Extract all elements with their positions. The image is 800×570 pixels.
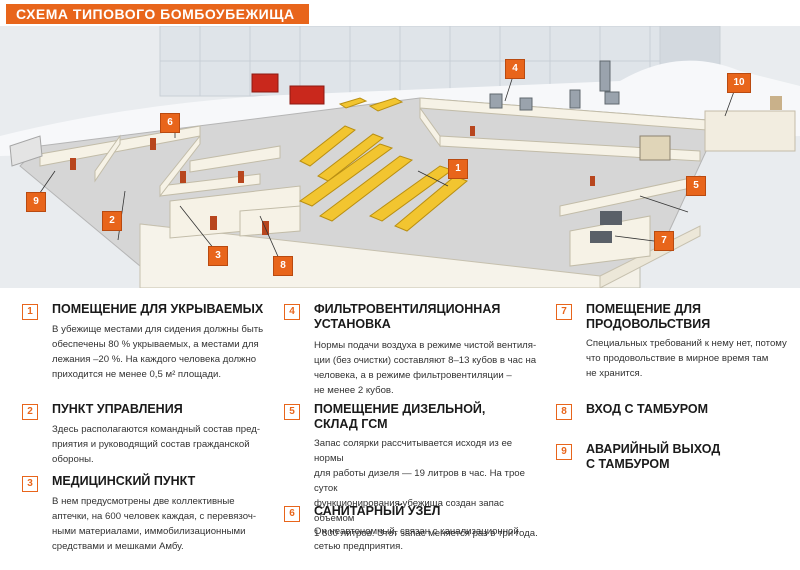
callout-6: 6 <box>160 113 180 133</box>
legend-heading: ВХОД С ТАМБУРОМ <box>586 402 709 416</box>
legend-heading: САНИТАРНЫЙ УЗЕЛ <box>314 504 441 518</box>
page-title: СХЕМА ТИПОВОГО БОМБОУБЕЖИЩА <box>6 4 309 24</box>
callout-10: 10 <box>727 73 751 93</box>
legend-item-5: 5 ПОМЕЩЕНИЕ ДИЗЕЛЬНОЙ,СКЛАД ГСМ Запас со… <box>284 402 538 539</box>
legend-heading: МЕДИЦИНСКИЙ ПУНКТ <box>52 474 196 488</box>
title-bar: СХЕМА ТИПОВОГО БОМБОУБЕЖИЩА <box>0 0 800 26</box>
legend-description: Он неавтономный, связан с канализационно… <box>314 526 519 552</box>
legend-description: Здесь располагаются командный состав пре… <box>52 424 261 465</box>
legend-number: 2 <box>22 404 38 420</box>
callout-3: 3 <box>208 246 228 266</box>
legend: 1 ПОМЕЩЕНИЕ ДЛЯ УКРЫВАЕМЫХ В убежище мес… <box>0 288 800 570</box>
legend-number: 8 <box>556 404 572 420</box>
callout-2: 2 <box>102 211 122 231</box>
benches <box>298 97 468 232</box>
legend-item-6: 6 САНИТАРНЫЙ УЗЕЛ Он неавтономный, связа… <box>284 504 524 564</box>
shelter-drawing <box>0 26 800 288</box>
callout-7: 7 <box>654 231 674 251</box>
diesel-equipment <box>590 135 671 243</box>
legend-number: 4 <box>284 304 300 320</box>
callout-5: 5 <box>686 176 706 196</box>
legend-number: 6 <box>284 506 300 522</box>
callout-1: 1 <box>448 159 468 179</box>
ventilation-equipment <box>489 60 620 111</box>
storage-crate <box>251 73 279 93</box>
legend-heading: ПОМЕЩЕНИЕ ДИЗЕЛЬНОЙ,СКЛАД ГСМ <box>314 402 486 431</box>
legend-item-3: 3 МЕДИЦИНСКИЙ ПУНКТ В нем предусмотрены … <box>22 474 262 564</box>
emergency-exit <box>9 135 43 167</box>
legend-description: Нормы подачи воздуха в режиме чистой вен… <box>314 340 537 396</box>
legend-description: Специальных требований к нему нет, потом… <box>586 338 787 379</box>
callout-4: 4 <box>505 59 525 79</box>
callout-8: 8 <box>273 256 293 276</box>
legend-heading: ПОМЕЩЕНИЕ ДЛЯ УКРЫВАЕМЫХ <box>52 302 264 316</box>
legend-item-8: 8 ВХОД С ТАМБУРОМ <box>556 402 796 422</box>
storage-crate <box>289 85 325 105</box>
legend-number: 3 <box>22 476 38 492</box>
legend-number: 5 <box>284 404 300 420</box>
legend-description: В убежище местами для сидения должны быт… <box>52 324 264 380</box>
legend-number: 7 <box>556 304 572 320</box>
legend-number: 9 <box>556 444 572 460</box>
shelter-illustration: 1 2 3 4 5 6 7 8 9 10 <box>0 26 800 288</box>
legend-heading: ПУНКТ УПРАВЛЕНИЯ <box>52 402 183 416</box>
entrance-structure <box>704 110 796 152</box>
legend-description: Запас солярки рассчитывается исходя из е… <box>314 438 538 539</box>
legend-number: 1 <box>22 304 38 320</box>
callout-9: 9 <box>26 192 46 212</box>
legend-item-2: 2 ПУНКТ УПРАВЛЕНИЯ Здесь располагаются к… <box>22 402 262 465</box>
legend-item-1: 1 ПОМЕЩЕНИЕ ДЛЯ УКРЫВАЕМЫХ В убежище мес… <box>22 302 263 392</box>
